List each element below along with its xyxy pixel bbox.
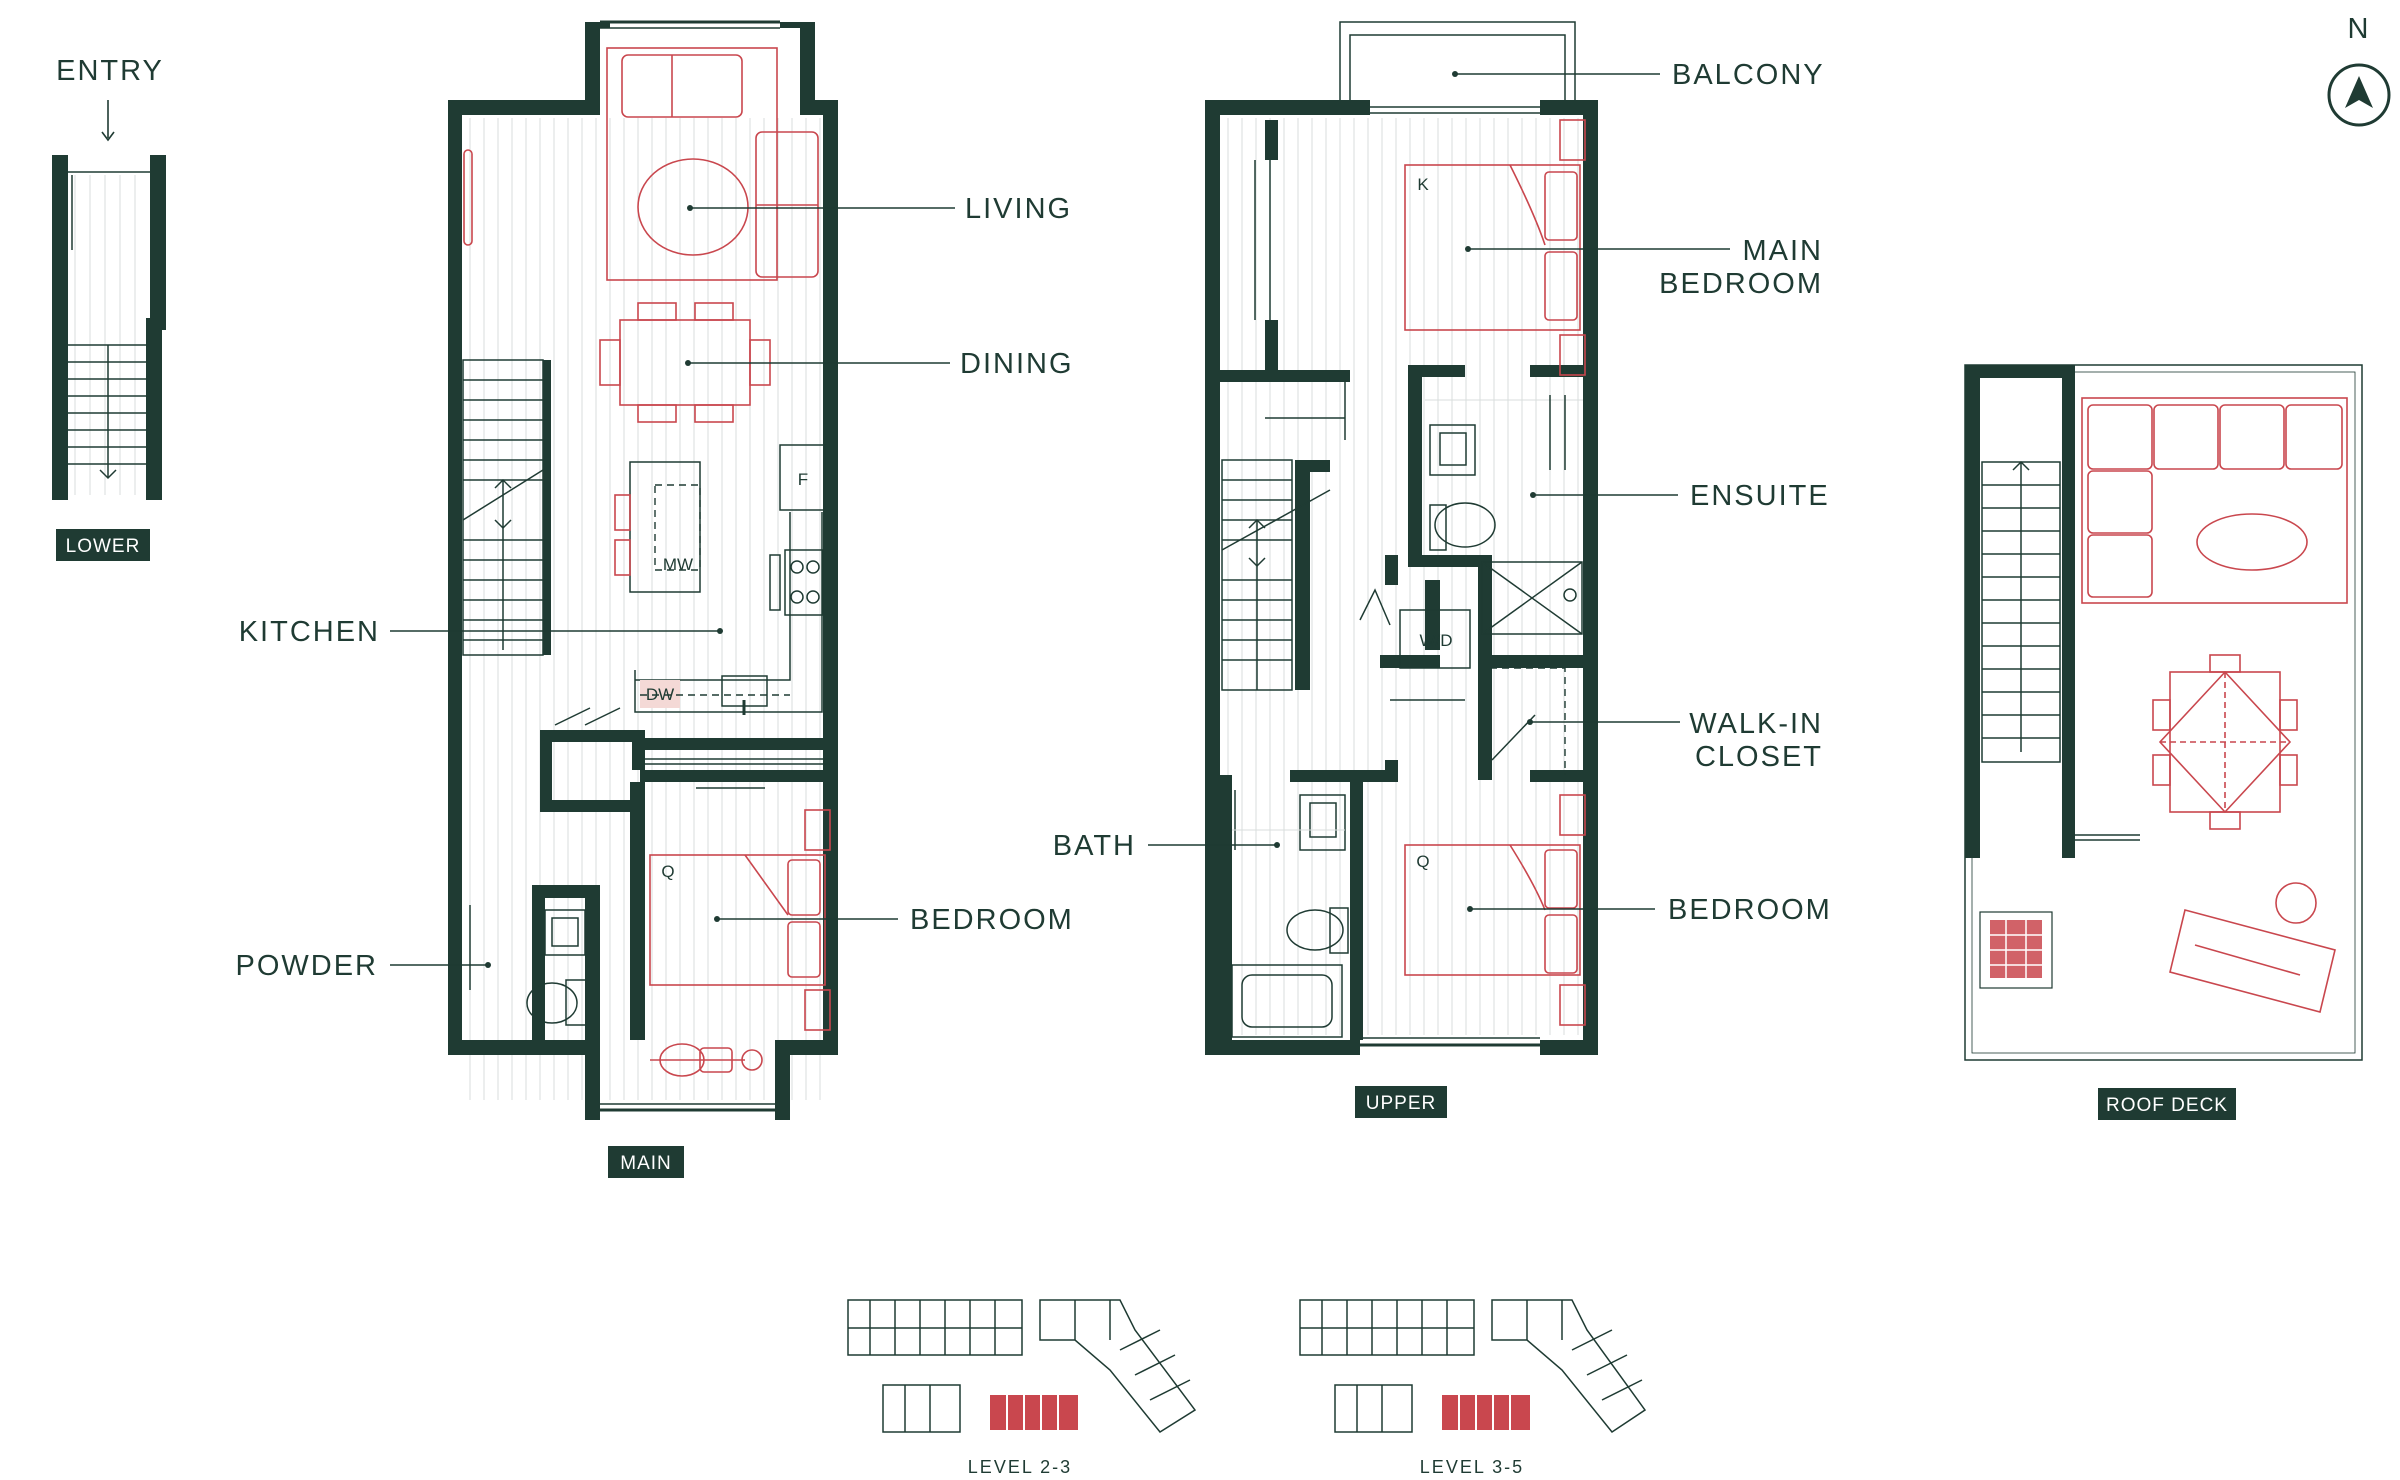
roof-sectional-sofa xyxy=(2081,397,2348,604)
walkin-label-1: WALK-IN xyxy=(1689,708,1823,740)
roof-lounger xyxy=(2169,882,2336,1013)
roof-stairs xyxy=(1981,460,2140,841)
kitchen-counter: F DW xyxy=(634,444,826,715)
microwave-label: MW xyxy=(663,555,693,574)
lower-level-label: LOWER xyxy=(66,536,141,557)
main-bedroom-bed xyxy=(1404,119,1586,376)
keyplan-level-3-5: LEVEL 3-5 xyxy=(1299,1299,1647,1477)
upper-bedroom-bed xyxy=(1404,794,1586,1026)
living-furniture xyxy=(463,47,819,281)
entry-label: ENTRY xyxy=(56,55,164,87)
upper-stairs xyxy=(1221,382,1346,691)
upper-level-tag xyxy=(1355,1086,1447,1118)
upper-level-plan: K W/D xyxy=(1053,21,1832,1118)
washer-dryer-label: W/D xyxy=(1419,631,1452,650)
dining-label: DINING xyxy=(960,348,1074,380)
upper-level-label: UPPER xyxy=(1366,1093,1436,1114)
queen-bed-label-upper: Q xyxy=(1416,852,1429,871)
keyplan-level-2-3: LEVEL 2-3 xyxy=(847,1299,1197,1477)
king-bed-label: K xyxy=(1417,175,1429,194)
lower-level-tag xyxy=(56,529,150,561)
kitchen-island: MW xyxy=(614,461,701,593)
keyplan-left-highlight xyxy=(990,1395,1078,1430)
powder-fixtures xyxy=(469,905,587,1026)
main-bedroom-level-bed xyxy=(649,809,831,1077)
bath-label: BATH xyxy=(1053,830,1136,862)
main-east-wall xyxy=(775,22,838,1120)
main-level-label: MAIN xyxy=(620,1153,672,1174)
roof-dining-table xyxy=(2152,654,2298,830)
main-level-tag xyxy=(608,1146,684,1178)
lower-level-plan: ENTRY LOWER xyxy=(52,55,166,561)
living-label: LIVING xyxy=(965,193,1072,225)
fridge-label: F xyxy=(798,470,808,489)
north-arrow-icon xyxy=(2345,76,2373,108)
queen-bed-label-main: Q xyxy=(661,862,674,881)
keyplan-left-label: LEVEL 2-3 xyxy=(968,1457,1072,1477)
bedroom-upper-label: BEDROOM xyxy=(1668,894,1832,926)
balcony-label: BALCONY xyxy=(1672,59,1825,91)
laundry: W/D xyxy=(1359,588,1471,701)
bedroom-main-level-label: BEDROOM xyxy=(910,904,1074,936)
roof-deck-label: ROOF DECK xyxy=(2106,1095,2228,1116)
dishwasher-label: DW xyxy=(646,685,674,704)
keyplan-right-label: LEVEL 3-5 xyxy=(1420,1457,1524,1477)
ensuite-fixtures xyxy=(1425,395,1583,635)
main-stairs xyxy=(462,359,544,656)
main-bedroom-label-2: BEDROOM xyxy=(1659,268,1823,300)
roof-deck-tag xyxy=(2098,1088,2236,1120)
compass-ring xyxy=(2327,63,2391,127)
compass-letter: N xyxy=(2348,13,2371,45)
walkin-label-2: CLOSET xyxy=(1695,741,1823,773)
bath-fixtures xyxy=(1231,790,1349,1038)
balcony-outline xyxy=(1339,21,1576,114)
main-level-plan: MW F DW xyxy=(236,20,1074,1178)
roof-deck-plan: ROOF DECK xyxy=(1964,364,2363,1120)
main-bedroom-label-1: MAIN xyxy=(1743,235,1824,267)
powder-label: POWDER xyxy=(236,950,379,982)
north-compass: N xyxy=(2327,13,2391,127)
roof-planter xyxy=(1979,911,2053,989)
ensuite-label: ENSUITE xyxy=(1690,480,1830,512)
keyplan-right-highlight xyxy=(1442,1395,1530,1430)
kitchen-label: KITCHEN xyxy=(239,616,380,648)
